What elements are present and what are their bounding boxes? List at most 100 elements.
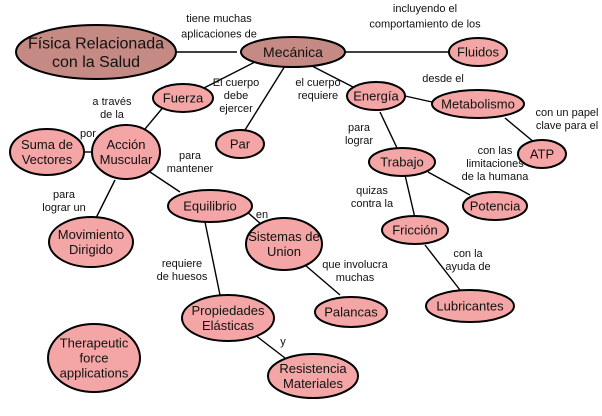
node-resistencia-shape <box>267 353 359 399</box>
edge-label-tiene: tiene muchas <box>186 13 252 25</box>
node-friccion: Fricción <box>381 215 449 245</box>
node-energia-label: Energía <box>353 89 399 104</box>
node-lubricantes-shape <box>425 289 515 323</box>
edge-label-limitaciones: con las <box>478 145 513 157</box>
node-fluidos: Fluidos <box>448 37 508 67</box>
node-potencia: Potencia <box>462 191 528 221</box>
node-fisica-shape <box>15 24 177 80</box>
edge-equilibrio-propiedades <box>204 221 221 296</box>
node-friccion-shape <box>381 215 449 245</box>
edge-label-requiere_huesos: requiere <box>162 258 202 270</box>
node-propiedades-label: Propiedades <box>192 303 265 318</box>
edge-label-cuerpo_requiere: requiere <box>298 90 338 102</box>
node-energia: Energía <box>346 81 406 111</box>
node-accion-shape <box>91 124 161 180</box>
node-fluidos-shape <box>448 37 508 67</box>
edge-label-cuerpo_requiere: el cuerpo <box>295 77 340 89</box>
node-palancas-label: Palancas <box>324 305 378 320</box>
node-friccion-label: Fricción <box>392 223 438 238</box>
node-atp-label: ATP <box>530 147 554 162</box>
node-fuerza-shape <box>152 83 214 113</box>
edge-mecanica-energia <box>309 64 356 89</box>
edge-label-atraves: a través <box>92 96 132 108</box>
edge-label-papel: clave para el <box>536 120 598 132</box>
node-resistencia-label: Resistencia <box>279 361 347 376</box>
node-metabolismo-label: Metabolismo <box>441 97 515 112</box>
node-potencia-label: Potencia <box>470 199 521 214</box>
node-sistemas-label: Sistemas de <box>248 229 320 244</box>
edge-label-mantener: mantener <box>167 163 214 175</box>
node-palancas: Palancas <box>314 296 388 328</box>
edge-label-involucra: muchas <box>336 272 375 284</box>
node-metabolismo-shape <box>431 89 525 119</box>
edge-label-incluyendo: comportamiento de los <box>369 18 481 30</box>
node-resistencia-label: Materiales <box>283 376 343 391</box>
edge-sistemas-palancas <box>304 264 341 296</box>
edge-label-tiene: aplicaciones de <box>181 28 257 40</box>
node-equilibrio: Equilibrio <box>167 189 253 223</box>
edge-label-atraves: de la <box>100 109 125 121</box>
node-suma-label: Suma de <box>21 137 73 152</box>
node-potencia-shape <box>462 191 528 221</box>
edge-label-cuerpo_debe: debe <box>224 90 248 102</box>
edge-mecanica-fuerza <box>199 61 256 91</box>
node-suma-shape <box>9 128 85 176</box>
node-accion-label: Acción <box>106 137 145 152</box>
node-accion-label: Muscular <box>100 152 153 167</box>
node-energia-shape <box>346 81 406 111</box>
node-movimiento-label: Dirigido <box>69 242 113 257</box>
node-fuerza-label: Fuerza <box>163 91 204 106</box>
edge-label-limitaciones: limitaciones <box>466 158 524 170</box>
node-propiedades-label: Elásticas <box>202 318 255 333</box>
node-mecanica: Mecánica <box>240 36 346 68</box>
edge-metabolismo-atp <box>504 117 536 144</box>
edge-label-incluyendo: incluyendo el <box>393 3 457 15</box>
edges-layer <box>82 51 536 359</box>
node-fluidos-label: Fluidos <box>457 45 499 60</box>
node-equilibrio-shape <box>167 189 253 223</box>
edge-label-ayuda: ayuda de <box>445 261 490 273</box>
node-therapeutic-shape <box>47 323 141 393</box>
node-suma-label: Vectores <box>22 152 73 167</box>
edge-labels-layer: tiene muchas aplicaciones de incluyendo el… <box>42 3 598 348</box>
node-equilibrio-label: Equilibrio <box>183 199 236 214</box>
node-trabajo-shape <box>368 147 436 177</box>
node-atp: ATP <box>517 139 567 169</box>
node-fisica-label: Física Relacionada <box>28 35 164 52</box>
edge-label-cuerpo_debe: ejercer <box>219 103 253 115</box>
edge-label-en: en <box>256 209 268 221</box>
edge-energia-trabajo <box>379 111 399 151</box>
edge-label-ayuda: con la <box>453 248 483 260</box>
node-palancas-shape <box>314 296 388 328</box>
edge-energia-metabolismo <box>404 95 433 103</box>
node-movimiento-shape <box>48 216 134 268</box>
edge-label-y: y <box>280 336 286 348</box>
edge-accion-equilibrio <box>149 171 181 193</box>
edge-trabajo-friccion <box>404 174 416 219</box>
node-mecanica-shape <box>240 36 346 68</box>
node-propiedades-shape <box>181 294 275 342</box>
edge-label-desde: desde el <box>422 73 464 85</box>
node-lubricantes: Lubricantes <box>425 289 515 323</box>
edge-label-quizas: quizas <box>356 185 388 197</box>
node-therapeutic-label: Therapeutic <box>60 336 129 351</box>
edge-label-lograr: lograr <box>345 135 373 147</box>
node-sistemas-shape <box>245 217 323 271</box>
node-trabajo-label: Trabajo <box>380 155 424 170</box>
node-therapeutic-label: force <box>80 351 109 366</box>
edge-label-limitaciones: de la humana <box>462 171 530 183</box>
edge-propiedades-resistencia <box>254 334 286 359</box>
edge-mecanica-par <box>244 65 286 131</box>
node-therapeutic-label: applications <box>60 366 129 381</box>
edge-label-cuerpo_debe: El cuerpo <box>213 77 259 89</box>
edge-label-por: por <box>80 128 96 140</box>
edge-label-lograr_un: lograr un <box>42 202 85 214</box>
edge-label-requiere_huesos: de huesos <box>157 271 208 283</box>
